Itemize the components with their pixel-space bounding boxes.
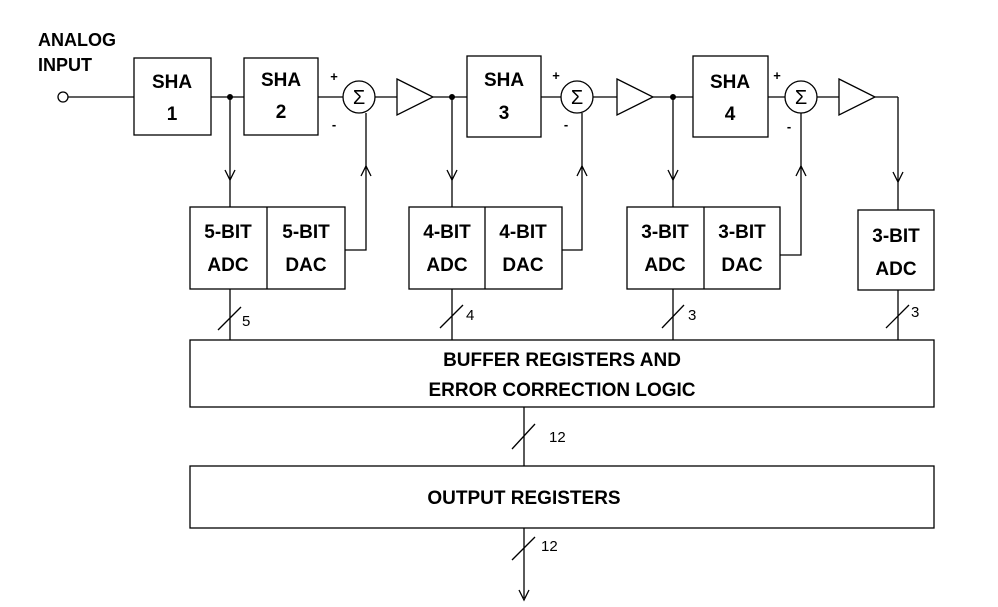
sha-1-number: 1 — [167, 104, 178, 125]
adc-4-label: ADC — [875, 259, 916, 280]
adc-block-4 — [857, 209, 935, 291]
arrow-up-dac-3 — [795, 164, 807, 177]
sum-1-minus: - — [332, 117, 336, 132]
arrow-down-output — [518, 589, 530, 602]
sha-4-name: SHA — [710, 72, 750, 93]
sum-2-symbol: Σ — [571, 87, 583, 109]
stage-3-converters: 3-BIT ADC 3-BIT DAC — [626, 206, 781, 290]
bus-slash-1 — [217, 306, 242, 331]
sha-2-number: 2 — [276, 102, 287, 123]
summer-1: Σ + - — [330, 69, 376, 132]
bus-width-buffer: 12 — [549, 429, 566, 446]
bus-slash-output — [511, 536, 536, 561]
dac-2-label: DAC — [502, 255, 543, 276]
dac-3-label: DAC — [721, 255, 762, 276]
adc-3-bits: 3-BIT — [641, 222, 689, 243]
sum-2-minus: - — [564, 117, 568, 132]
arrow-down-adc-2 — [446, 169, 458, 182]
buffer-line-1: BUFFER REGISTERS AND — [443, 350, 681, 371]
bus-width-1: 5 — [242, 313, 250, 330]
sha-1-name: SHA — [152, 72, 192, 93]
sum-2-plus: + — [552, 68, 560, 83]
bus-slash-4 — [885, 304, 910, 329]
arrow-down-adc-3 — [667, 169, 679, 182]
sum-3-minus: - — [787, 119, 791, 134]
sha-block-2: SHA 2 — [243, 57, 319, 136]
analog-label-line2: INPUT — [38, 55, 92, 75]
sha-4-number: 4 — [725, 104, 736, 125]
bus-width-output: 12 — [541, 538, 558, 555]
arrow-up-dac-2 — [576, 164, 588, 177]
sum-3-symbol: Σ — [795, 87, 807, 109]
sha-3-number: 3 — [499, 103, 510, 124]
dac-2-bits: 4-BIT — [499, 222, 547, 243]
summer-3: Σ + - — [773, 68, 818, 134]
output-registers-label: OUTPUT REGISTERS — [427, 488, 620, 509]
output-registers-block: OUTPUT REGISTERS — [189, 465, 935, 529]
amplifier-1 — [396, 77, 435, 117]
sum-3-plus: + — [773, 68, 781, 83]
adc-2-label: ADC — [426, 255, 467, 276]
sum-1-symbol: Σ — [353, 87, 365, 109]
arrow-up-dac-1 — [360, 164, 372, 177]
dac-1-bits: 5-BIT — [282, 222, 330, 243]
adc-1-bits: 5-BIT — [204, 222, 252, 243]
stage-4-converter: 3-BIT ADC — [857, 209, 935, 291]
stage-1-converters: 5-BIT ADC 5-BIT DAC — [189, 206, 346, 290]
sum-1-plus: + — [330, 69, 338, 84]
analog-label-line1: ANALOG — [38, 30, 116, 50]
sha-2-name: SHA — [261, 70, 301, 91]
sha-block-4: SHA 4 — [692, 55, 769, 138]
analog-input-terminal — [57, 91, 69, 103]
sha-3-name: SHA — [484, 70, 524, 91]
dac-1-label: DAC — [285, 255, 326, 276]
amplifier-2 — [616, 77, 655, 117]
feedback-dac-3 — [780, 113, 802, 256]
bus-slash-buffer — [511, 423, 536, 450]
summer-2: Σ + - — [552, 68, 594, 132]
dac-3-bits: 3-BIT — [718, 222, 766, 243]
arrow-down-adc-1 — [224, 169, 236, 182]
buffer-registers-block: BUFFER REGISTERS AND ERROR CORRECTION LO… — [189, 339, 935, 408]
adc-1-label: ADC — [207, 255, 248, 276]
arrow-down-adc-4 — [892, 171, 904, 184]
bus-width-3: 3 — [688, 307, 696, 324]
adc-2-bits: 4-BIT — [423, 222, 471, 243]
stage-2-converters: 4-BIT ADC 4-BIT DAC — [408, 206, 563, 290]
bus-width-4: 3 — [911, 304, 919, 321]
bus-slash-2 — [439, 304, 464, 329]
bus-width-2: 4 — [466, 307, 474, 324]
bus-slash-3 — [661, 304, 685, 329]
sha-block-3: SHA 3 — [466, 55, 542, 138]
amplifier-3 — [838, 77, 877, 117]
sha-block-1: SHA 1 — [133, 57, 212, 136]
feedback-dac-1 — [345, 113, 367, 251]
adc-4-bits: 3-BIT — [872, 226, 920, 247]
buffer-line-2: ERROR CORRECTION LOGIC — [428, 380, 695, 401]
feedback-dac-2 — [562, 113, 583, 251]
adc-3-label: ADC — [644, 255, 685, 276]
